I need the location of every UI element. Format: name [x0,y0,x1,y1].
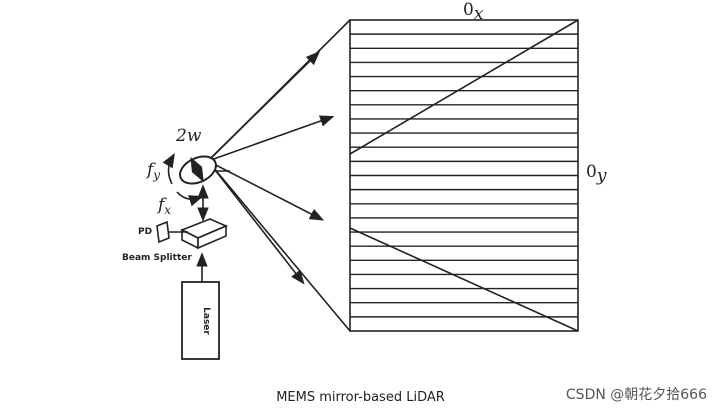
beam-splitter-label: Beam Splitter [122,253,192,263]
photodiode [156,220,170,244]
figure-caption: MEMS mirror-based LiDAR [276,390,445,405]
beam-to-bottom-left [207,160,351,332]
rotation-fy-arrow [162,153,175,185]
source-watermark: CSDN @朝花夕拾666 [565,387,707,403]
beam-arrow-upper-mid [207,115,335,162]
laser-label: Laser [201,307,211,335]
beam-arrow-top [207,50,321,162]
frequency-x-label: fx [156,195,171,217]
beam-splitter [180,218,229,250]
beam-arrow-lower-mid [207,160,325,221]
mirror-beams [207,19,351,332]
beam-arrow-bottom [207,160,305,285]
frequency-y-label: fy [145,160,160,182]
photodiode-label: PD [138,227,152,237]
scan-diagonal-lower [349,227,579,332]
laser-box [181,281,220,360]
beam-splitter-side [197,224,227,250]
top-angle-label: 0x [463,0,484,24]
mems-mirror [179,155,217,185]
mirror-tilt-indicator [190,156,204,183]
mirror-width-label: 2w [175,126,202,146]
scan-lines [350,33,578,318]
scan-diagonal-upper [349,19,579,155]
rotation-fx-arrow [176,191,204,207]
right-angle-label: 0y [586,162,607,186]
